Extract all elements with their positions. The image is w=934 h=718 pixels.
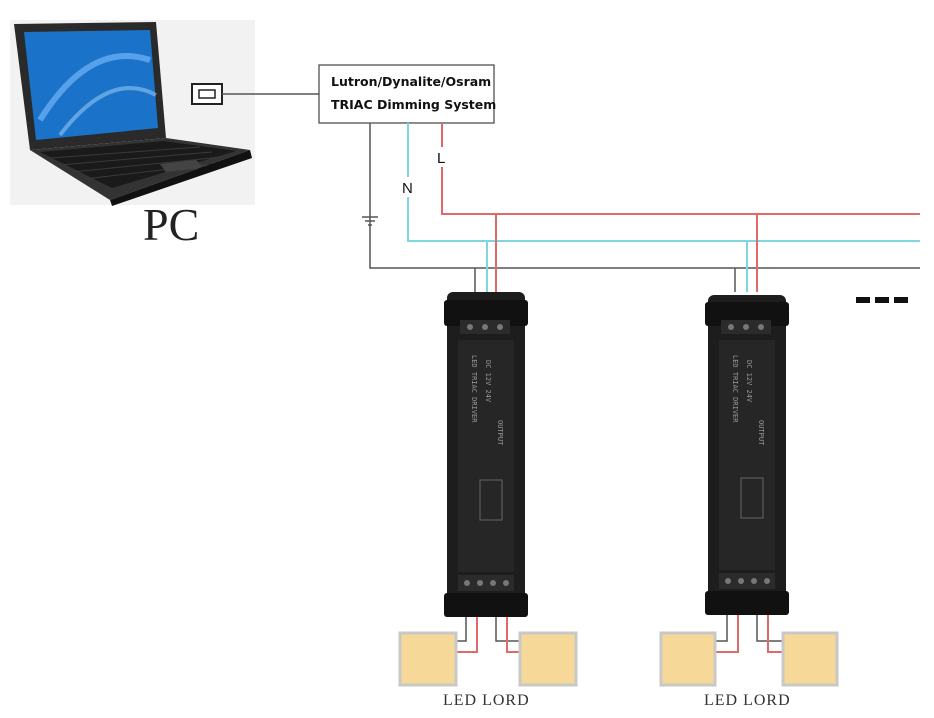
driver-2-led-label: LED LORD xyxy=(704,692,791,709)
dimming-system-box: Lutron/Dynalite/Osram TRIAC Dimming Syst… xyxy=(318,64,496,124)
dimming-system-line2: TRIAC Dimming System xyxy=(331,97,496,112)
driver-1-led-load-left xyxy=(398,631,458,687)
svg-text:DC 12V 24V: DC 12V 24V xyxy=(745,360,753,403)
driver-2-led-load-right xyxy=(781,631,839,687)
ground-wire xyxy=(369,123,920,269)
pc-label: PC xyxy=(143,199,199,250)
laptop-pc: PC xyxy=(10,20,255,250)
driver-1-led-load-right xyxy=(518,631,578,687)
neutral-wire xyxy=(407,123,920,242)
ground-icon xyxy=(362,216,378,226)
svg-text:LED TRIAC DRIVER: LED TRIAC DRIVER xyxy=(470,355,478,423)
dimming-system-line1: Lutron/Dynalite/Osram xyxy=(331,74,491,89)
connector-icon xyxy=(191,83,223,105)
laptop-touchpad xyxy=(160,160,204,172)
svg-text:OUTPUT: OUTPUT xyxy=(757,420,765,446)
live-wire xyxy=(441,123,920,215)
continuation-dashes xyxy=(856,297,908,303)
led-driver-2: LED TRIAC DRIVER DC 12V 24V OUTPUT xyxy=(705,295,789,615)
laptop-keyboard xyxy=(40,141,236,188)
led-driver-1: LED TRIAC DRIVER DC 12V 24V OUTPUT xyxy=(444,292,528,617)
driver-2-output-terminal xyxy=(719,573,775,589)
svg-text:OUTPUT: OUTPUT xyxy=(496,420,504,446)
neutral-label: N xyxy=(402,180,413,197)
laptop-screen xyxy=(24,30,158,140)
driver-2-led-load-left xyxy=(659,631,717,687)
svg-text:DC 12V 24V: DC 12V 24V xyxy=(484,360,492,403)
svg-text:LED TRIAC DRIVER: LED TRIAC DRIVER xyxy=(731,355,739,423)
driver-1-led-label: LED LORD xyxy=(443,692,530,709)
driver-1-output-terminal xyxy=(458,575,514,591)
live-label: L xyxy=(437,150,445,167)
